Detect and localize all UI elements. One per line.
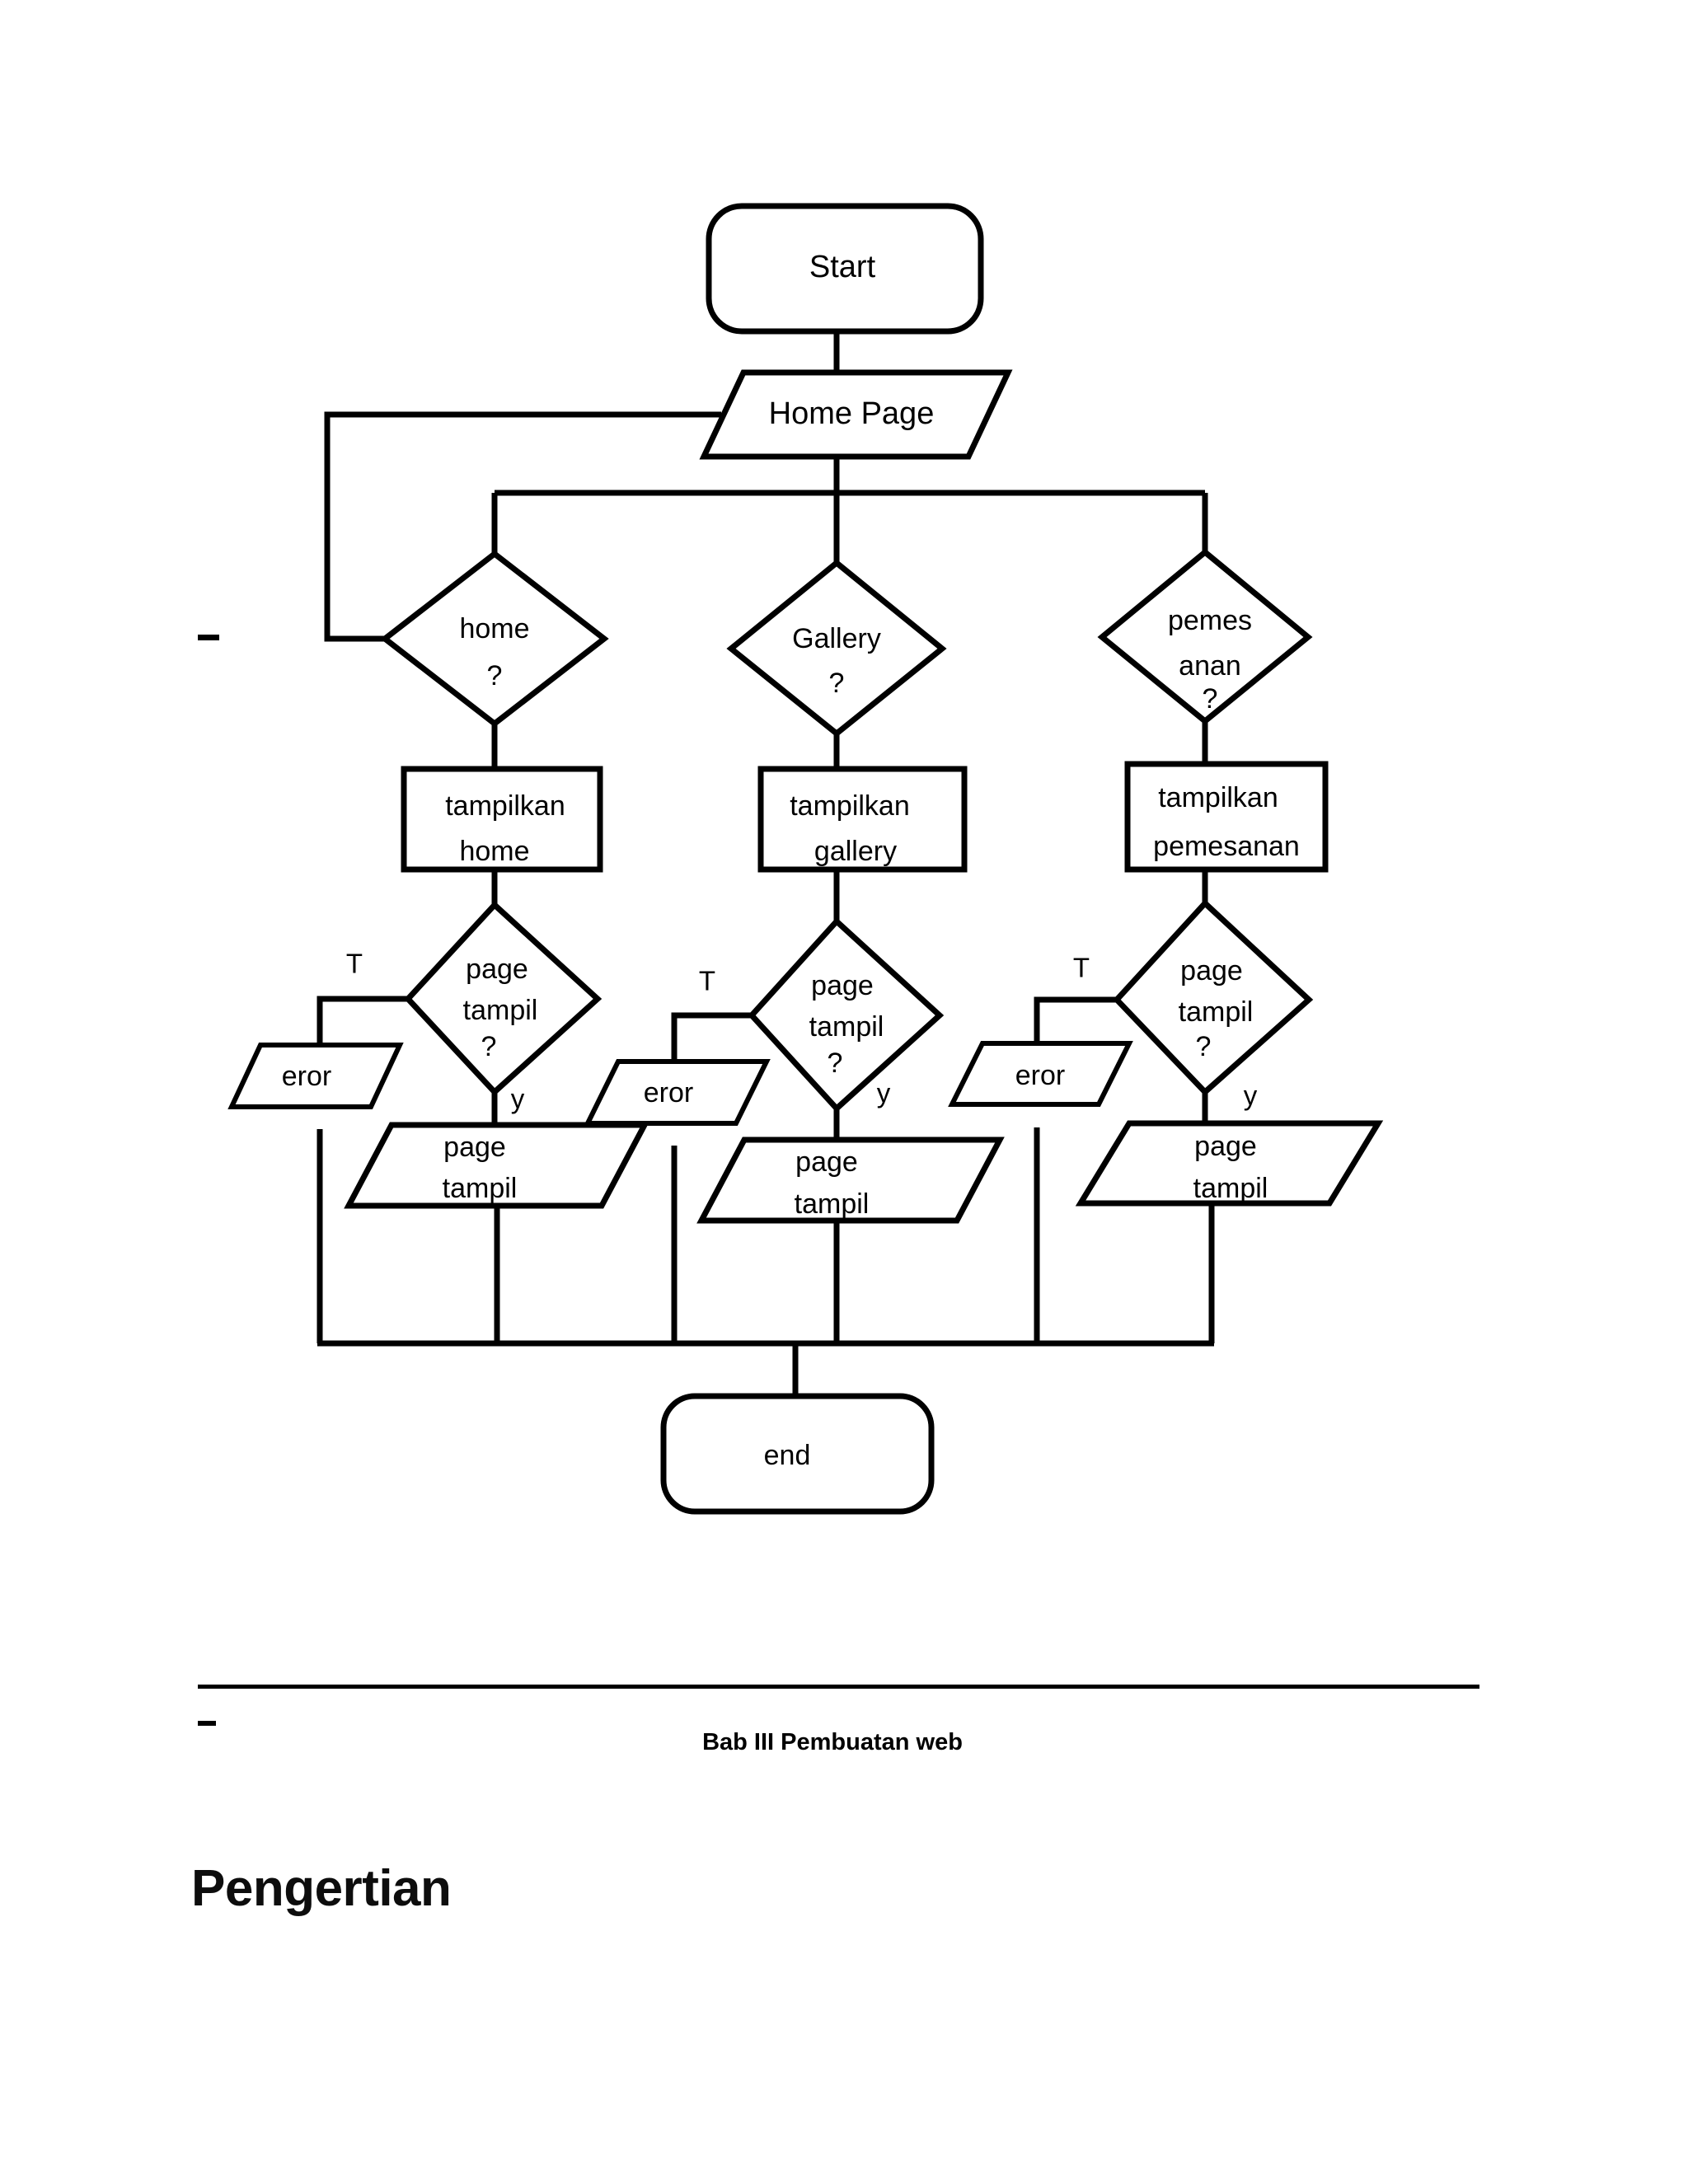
decision-tampil-1-shape [404, 901, 603, 1096]
decision-tampil-2-label-2: tampil [809, 1011, 884, 1043]
eror-2-label: eror [644, 1077, 693, 1108]
process-home-label-2: home [459, 836, 529, 867]
branch-label-y-2: y [877, 1078, 891, 1108]
process-home-label-1: tampilkan [445, 790, 565, 822]
decision-gallery-label-1: Gallery [792, 623, 881, 654]
decision-home-shape [380, 550, 609, 728]
decision-tampil-1-label-3: ? [481, 1031, 497, 1062]
decision-home-label-2: ? [487, 660, 503, 691]
node-decision-pemesanan[interactable]: pemes anan ? [1097, 548, 1313, 725]
branch-label-y-1: y [511, 1084, 525, 1114]
node-homepage[interactable]: Home Page [699, 369, 1013, 460]
footer-caption: Bab III Pembuatan web [702, 1729, 963, 1755]
node-decision-tampil-1[interactable]: page tampil ? [404, 901, 603, 1096]
branch-label-t-1: T [346, 949, 363, 979]
output-3-label-1: page [1194, 1131, 1257, 1162]
node-decision-tampil-3[interactable]: page tampil ? [1113, 899, 1314, 1096]
eror-1-label: eror [282, 1061, 331, 1092]
process-pemesanan-label-2: pemesanan [1153, 831, 1300, 862]
edge-dtampil1-eror1 [316, 996, 408, 1045]
branch-label-t-3: T [1073, 953, 1090, 983]
edge-dtampil2-eror2 [671, 1012, 752, 1062]
eror-2-shape [584, 1059, 771, 1126]
homepage-label: Home Page [769, 396, 935, 431]
start-terminator-shape [706, 203, 984, 335]
node-eror-3[interactable]: eror [948, 1041, 1133, 1107]
process-gallery-label-2: gallery [814, 836, 897, 867]
output-2-shape [696, 1137, 1005, 1224]
decision-tampil-2-label-1: page [811, 970, 874, 1001]
output-1-shape [344, 1122, 649, 1209]
eror-3-shape [948, 1041, 1133, 1107]
decision-tampil-3-label-3: ? [1196, 1031, 1212, 1062]
process-gallery-shape [757, 766, 968, 873]
branch-label-y-3: y [1244, 1080, 1258, 1111]
homepage-io-shape [699, 369, 1013, 460]
decision-pemesanan-label-3: ? [1203, 683, 1218, 715]
eror-3-label: eror [1015, 1060, 1065, 1091]
node-output-2[interactable]: page tampil [696, 1137, 1005, 1224]
process-pemesanan-label-1: tampilkan [1158, 782, 1278, 813]
start-label: Start [809, 250, 876, 284]
end-terminator-shape [660, 1393, 935, 1515]
edge-dhome-feedback [324, 411, 721, 642]
decision-tampil-3-label-1: page [1180, 955, 1243, 987]
page-heading: Pengertian [191, 1860, 452, 1917]
process-pemesanan-shape [1124, 761, 1329, 873]
decision-pemesanan-label-1: pemes [1168, 605, 1252, 636]
decision-pemesanan-label-2: anan [1179, 650, 1241, 682]
output-1-label-2: tampil [443, 1173, 518, 1204]
decision-tampil-3-shape [1113, 899, 1314, 1096]
node-process-home[interactable]: tampilkan home [401, 766, 603, 873]
branch-label-t-2: T [699, 966, 715, 996]
branch-label-group: T y T y T y [346, 949, 1258, 1114]
node-process-pemesanan[interactable]: tampilkan pemesanan [1124, 761, 1329, 873]
decision-home-label-1: home [459, 613, 529, 644]
output-2-label-1: page [795, 1146, 858, 1178]
node-start[interactable]: Start [706, 203, 984, 335]
node-eror-1[interactable]: eror [227, 1043, 404, 1109]
connector-group [316, 331, 1215, 1396]
process-home-shape [401, 766, 603, 873]
output-2-label-2: tampil [795, 1188, 870, 1220]
node-decision-home[interactable]: home ? [380, 550, 609, 728]
end-label: end [764, 1440, 811, 1471]
footer-dash-mark [198, 1721, 216, 1726]
output-3-label-2: tampil [1193, 1173, 1268, 1204]
node-output-3[interactable]: page tampil [1075, 1120, 1384, 1207]
node-decision-tampil-2[interactable]: page tampil ? [748, 917, 945, 1113]
output-3-shape [1075, 1120, 1384, 1207]
decision-pemesanan-shape [1097, 548, 1313, 725]
stray-dash-mark [198, 635, 219, 640]
decision-gallery-shape [726, 559, 947, 738]
decision-tampil-3-label-2: tampil [1179, 996, 1254, 1028]
decision-gallery-label-2: ? [829, 668, 845, 699]
edge-dtampil3-eror3 [1034, 996, 1117, 1043]
node-eror-2[interactable]: eror [584, 1059, 771, 1126]
node-decision-gallery[interactable]: Gallery ? [726, 559, 947, 738]
eror-1-shape [227, 1043, 404, 1109]
decision-tampil-2-label-3: ? [828, 1047, 843, 1079]
decision-tampil-2-shape [748, 917, 945, 1113]
decision-tampil-1-label-2: tampil [463, 995, 538, 1026]
footer-horizontal-rule [198, 1685, 1479, 1689]
node-end[interactable]: end [660, 1393, 935, 1515]
output-1-label-1: page [443, 1132, 506, 1163]
decision-tampil-1-label-1: page [466, 954, 528, 985]
node-process-gallery[interactable]: tampilkan gallery [757, 766, 968, 873]
process-gallery-label-1: tampilkan [790, 790, 910, 822]
node-output-1[interactable]: page tampil [344, 1122, 649, 1209]
